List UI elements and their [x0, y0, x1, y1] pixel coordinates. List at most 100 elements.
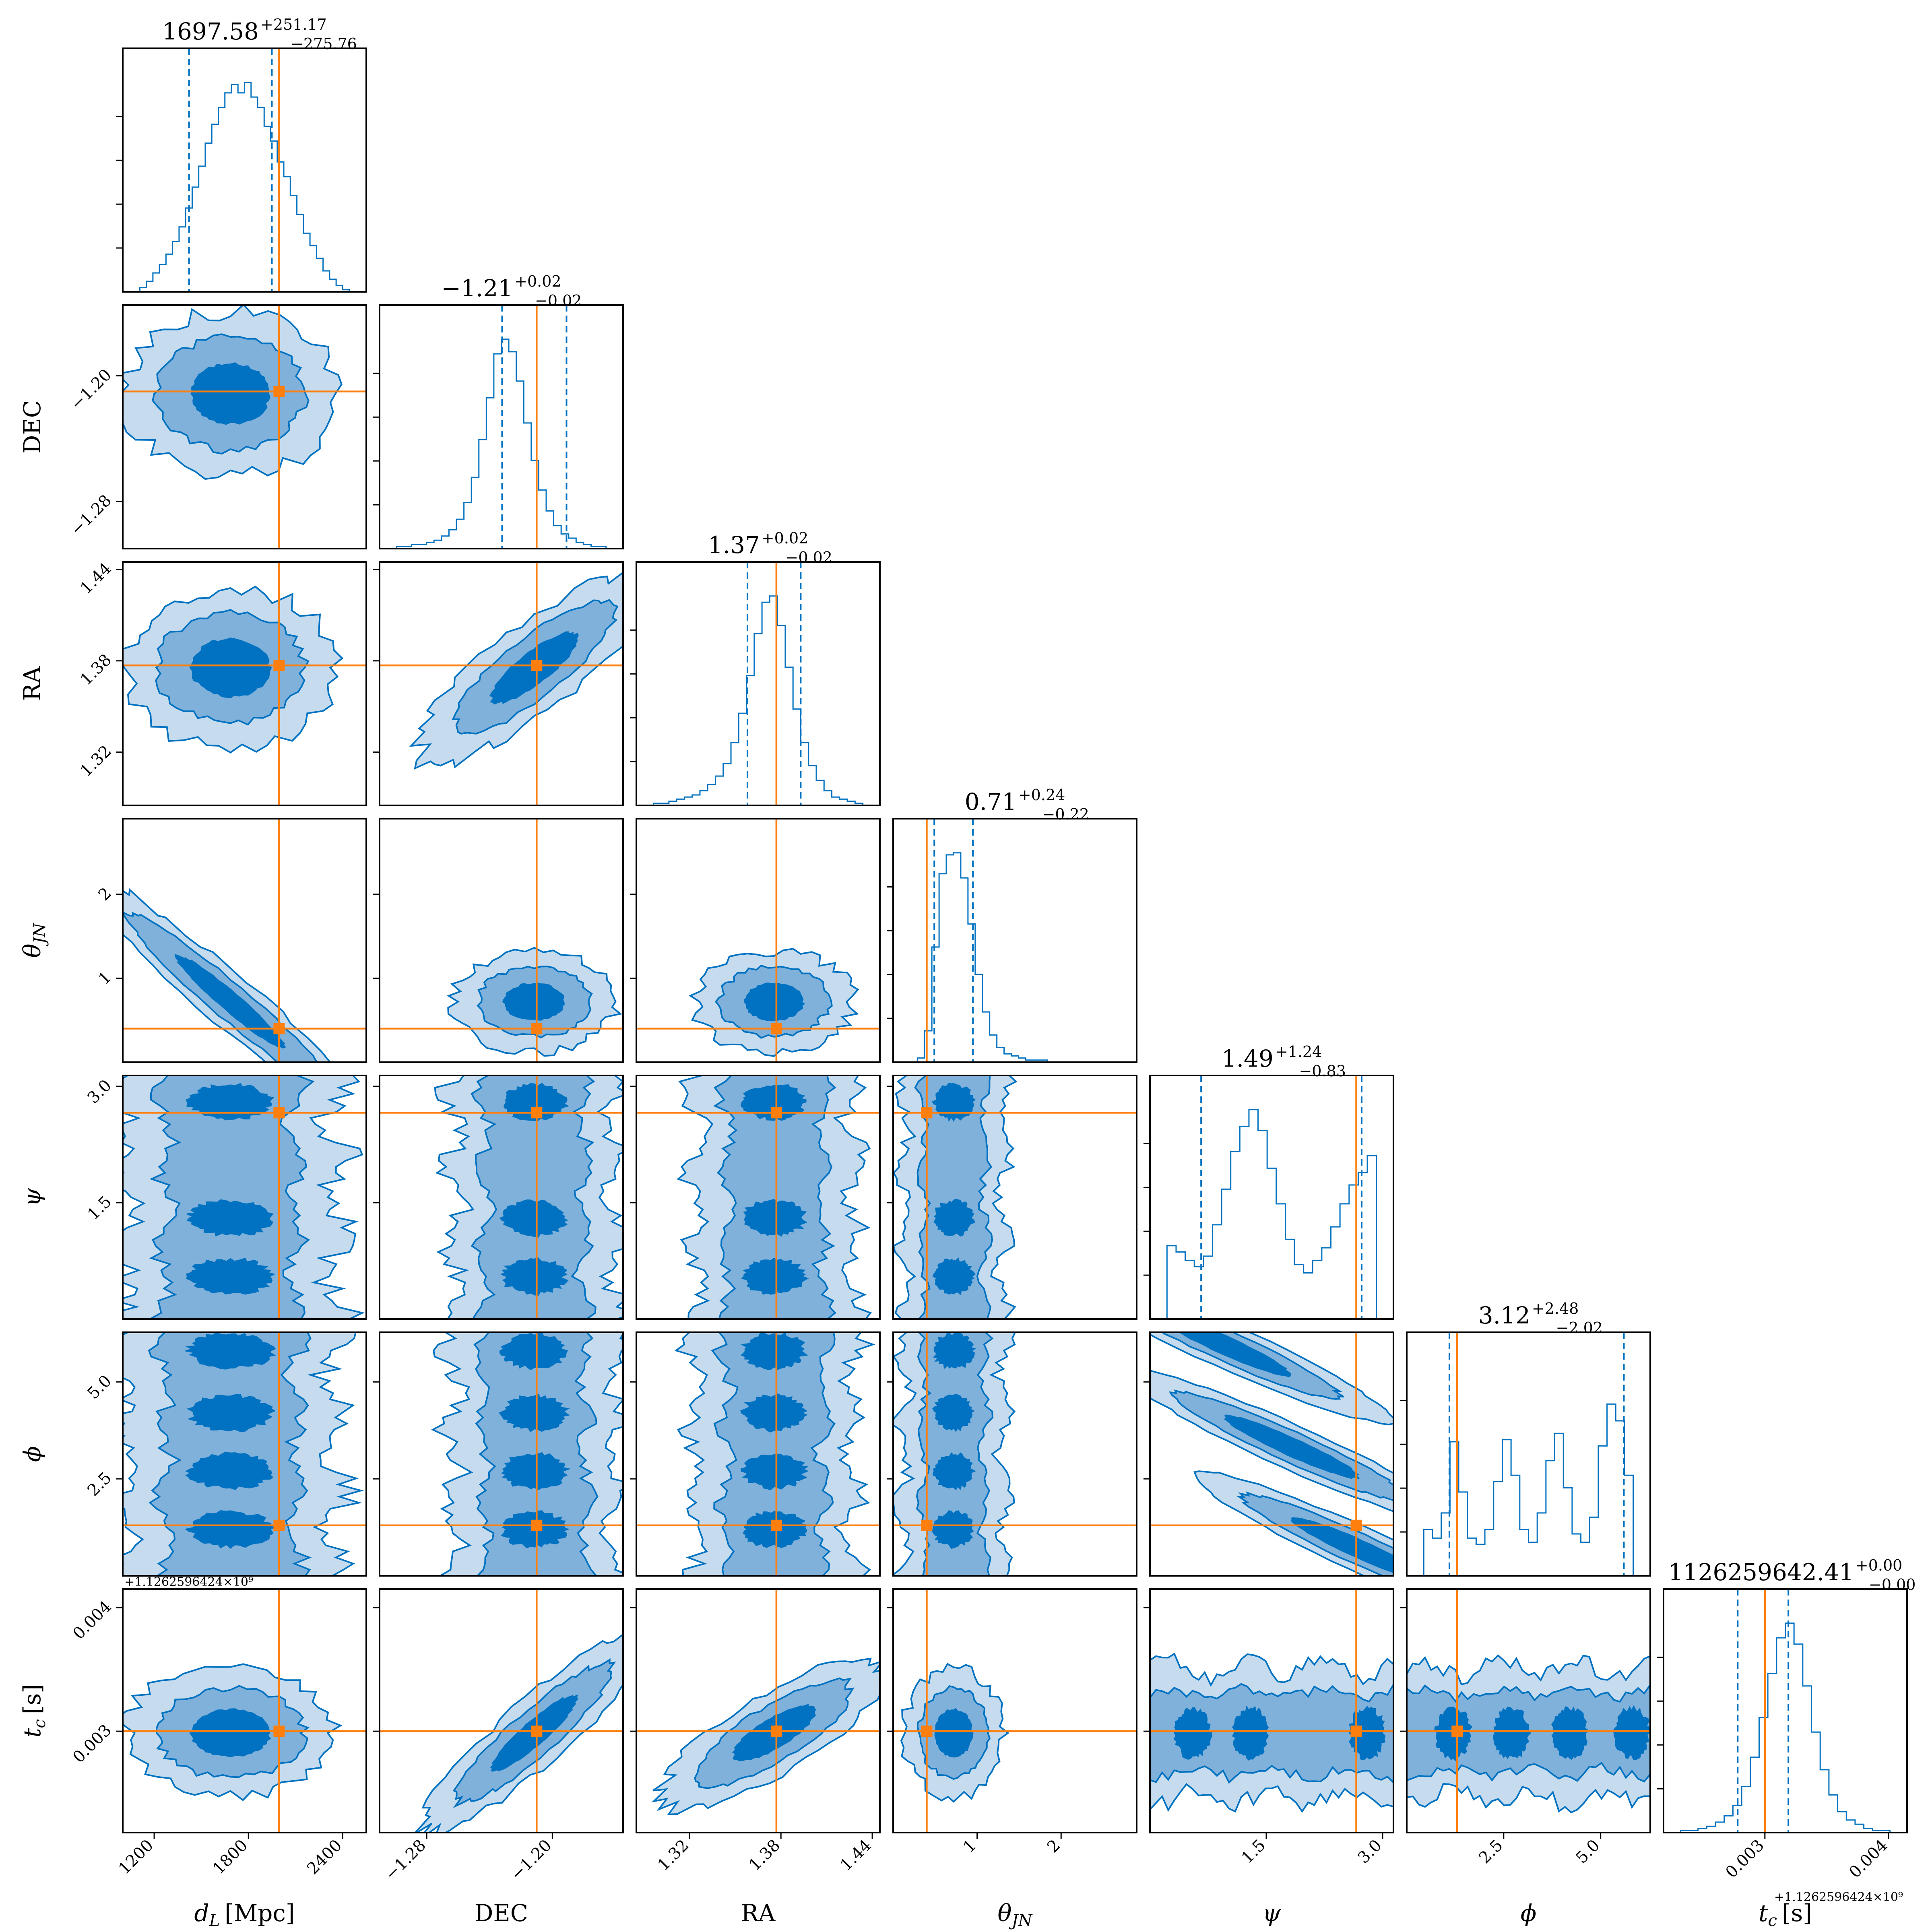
panel-title-minus-psi: −0.83 — [1299, 1062, 1346, 1080]
truth-marker — [770, 1519, 782, 1531]
contour-3sigma — [1173, 1707, 1212, 1760]
axes-frame — [122, 1588, 367, 1833]
contour-3sigma — [190, 362, 271, 425]
contour-3sigma — [184, 1510, 277, 1549]
truth-marker — [531, 1107, 543, 1119]
panel-title-psi: 1.49+1.24 — [1222, 1043, 1322, 1072]
axes-frame — [1406, 1588, 1651, 1833]
contour-3sigma — [1551, 1706, 1589, 1760]
contour-3sigma — [185, 1451, 274, 1490]
contour-3sigma — [934, 1708, 974, 1758]
truth-marker — [273, 1107, 285, 1119]
contour-3sigma — [1493, 1706, 1531, 1759]
contour-3sigma — [175, 954, 286, 1049]
axes-frame — [892, 1075, 1137, 1320]
panel-dec-phi — [373, 1331, 624, 1577]
contour-3sigma — [1232, 1705, 1269, 1761]
truth-marker — [770, 1107, 782, 1119]
contour-3sigma — [502, 983, 565, 1021]
axes-frame — [122, 1331, 367, 1577]
axes-frame — [122, 304, 367, 549]
axes-frame — [636, 1331, 881, 1577]
panel-dL-tc: 0.003 0.004 — [70, 1588, 367, 1833]
contour-3sigma — [933, 1199, 975, 1237]
contour-3sigma — [501, 1452, 571, 1490]
truth-marker — [770, 1023, 782, 1034]
y-offset-label: +1.1262596424×10⁹ — [124, 1575, 253, 1589]
y-tick-label: 1.32 — [77, 742, 116, 780]
x-tick-label: 2400 — [303, 1836, 346, 1878]
axes-frame — [379, 1588, 624, 1833]
panel-title-minus-phi: −2.02 — [1556, 1319, 1603, 1337]
contour-2sigma — [916, 1332, 994, 1576]
x-tick-label: 5.0 — [1572, 1836, 1604, 1868]
contour-2sigma — [711, 1332, 836, 1576]
axes-frame — [122, 47, 367, 293]
panel-dL-psi: 1.53.0 — [84, 1075, 367, 1320]
y-tick-label: 1 — [95, 968, 116, 989]
truth-marker — [921, 1107, 933, 1119]
contour-3sigma — [189, 637, 272, 699]
x-tick-label: 1.5 — [1238, 1836, 1269, 1868]
y-tick-label: −1.20 — [67, 365, 115, 413]
contour-3sigma — [186, 1199, 274, 1237]
contour-3sigma — [740, 1393, 808, 1433]
x-tick-label: 1 — [960, 1836, 980, 1857]
x-tick-label: 1.44 — [837, 1836, 875, 1875]
axes-frame — [636, 818, 881, 1063]
truth-marker — [1451, 1726, 1463, 1737]
x-axis-label-tc: tc[s] — [1759, 1899, 1812, 1930]
truth-marker — [273, 1023, 285, 1034]
axes-frame — [1149, 1588, 1394, 1833]
axes-frame — [892, 818, 1137, 1063]
panel-title-tc: 1126259642.41+0.00 — [1668, 1556, 1903, 1586]
contour-3sigma — [1178, 1332, 1291, 1377]
y-tick-label: 1.44 — [77, 559, 116, 598]
hist-panel-ra: 1.37+0.02−0.02 — [630, 529, 881, 806]
hist-panel-phi: 3.12+2.48−2.02 — [1400, 1300, 1651, 1577]
contour-3sigma — [186, 1083, 275, 1121]
axes-frame — [379, 304, 624, 549]
contour-3sigma — [1349, 1705, 1386, 1761]
histogram-phi — [1407, 1403, 1650, 1576]
panel-title-minus-ra: −0.02 — [786, 549, 832, 566]
contour-3sigma — [499, 1393, 570, 1432]
truth-marker — [1350, 1726, 1362, 1737]
panel-title-dL: 1697.58+251.17 — [162, 16, 327, 45]
hist-panel-theta: 0.71+0.24−0.22 — [887, 786, 1137, 1063]
contour-2sigma — [149, 1075, 315, 1319]
x-tick-label: 0.004 — [1846, 1836, 1892, 1882]
x-tick-label: 3.0 — [1354, 1836, 1386, 1868]
contour-3sigma — [741, 1084, 807, 1121]
panel-dec-ra — [373, 561, 624, 806]
contour-3sigma — [932, 1393, 975, 1432]
contour-3sigma — [499, 1332, 568, 1371]
contour-3sigma — [741, 1453, 809, 1490]
truth-marker — [273, 1519, 285, 1531]
histogram-ra — [636, 595, 880, 805]
y-tick-label: 0.003 — [70, 1721, 116, 1767]
truth-marker — [273, 660, 285, 671]
y-tick-label: −1.28 — [67, 491, 115, 539]
contour-3sigma — [932, 1510, 974, 1549]
truth-marker — [770, 1726, 782, 1737]
panel-title-phi: 3.12+2.48 — [1478, 1300, 1579, 1329]
axes-frame — [892, 1331, 1137, 1577]
y-axis-label-psi: ψ — [19, 1188, 46, 1206]
contour-3sigma — [932, 1257, 976, 1296]
y-tick-label: 2.5 — [84, 1469, 116, 1500]
axes-frame — [892, 1588, 1137, 1833]
x-tick-label: 1.38 — [745, 1836, 784, 1875]
y-axis-label-ra: RA — [19, 666, 46, 701]
truth-marker — [921, 1519, 933, 1531]
y-tick-label: 0.004 — [70, 1598, 116, 1643]
panel-title-minus-dec: −0.02 — [535, 292, 582, 310]
contour-3sigma — [499, 1199, 568, 1238]
histogram-tc — [1664, 1622, 1907, 1833]
truth-marker — [531, 1519, 543, 1531]
y-tick-label: 1.38 — [77, 650, 116, 689]
x-tick-label: 1200 — [115, 1836, 157, 1878]
x-axis-label-dL: dL[Mpc] — [194, 1899, 295, 1930]
